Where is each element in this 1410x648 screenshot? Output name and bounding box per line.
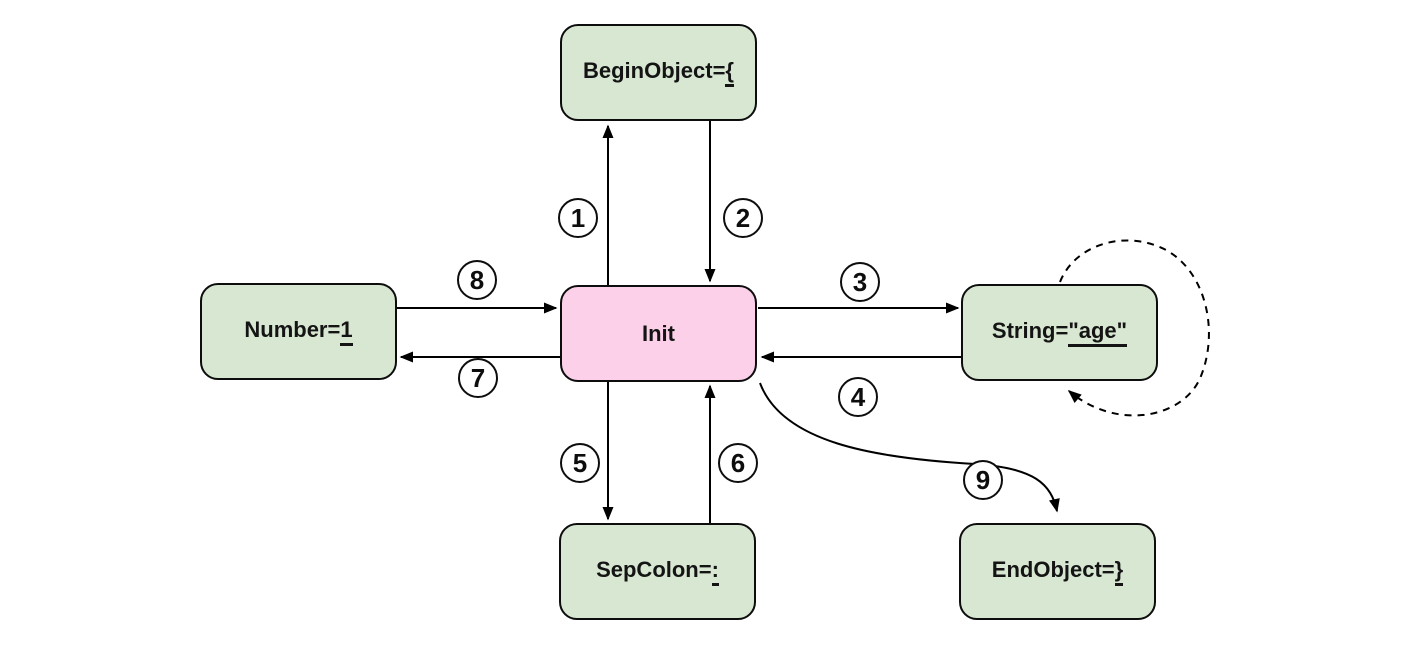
node-number: Number=1 <box>200 283 397 380</box>
node-sep-colon-name: SepColon= <box>596 557 712 583</box>
node-end-object: EndObject=} <box>959 523 1156 620</box>
edge-label-6: 6 <box>718 443 758 483</box>
edge-label-4: 4 <box>838 377 878 417</box>
node-number-token: 1 <box>340 318 353 346</box>
edge-label-5: 5 <box>560 443 600 483</box>
edge-label-1: 1 <box>558 198 598 238</box>
node-end-object-token: } <box>1114 558 1124 586</box>
node-string-name: String= <box>991 318 1069 344</box>
edge-label-3: 3 <box>840 262 880 302</box>
node-number-name: Number= <box>244 317 341 343</box>
node-sep-colon-label: SepColon=: <box>596 557 719 586</box>
edge-label-2: 2 <box>723 198 763 238</box>
edge-string-self-loop <box>1059 239 1210 417</box>
node-begin-object-label: BeginObject={ <box>583 58 734 87</box>
edge-label-8: 8 <box>457 260 497 300</box>
node-init: Init <box>560 285 757 382</box>
node-sep-colon: SepColon=: <box>559 523 756 620</box>
edge-label-9: 9 <box>963 460 1003 500</box>
node-init-label: Init <box>642 320 675 346</box>
node-sep-colon-token: : <box>711 558 719 586</box>
edge-9-init-to-endobject <box>759 382 1060 513</box>
node-begin-object: BeginObject={ <box>560 24 757 121</box>
node-string-token: "age" <box>1068 319 1128 347</box>
node-end-object-label: EndObject=} <box>991 557 1124 586</box>
node-string-label: String="age" <box>991 318 1128 347</box>
node-begin-object-name: BeginObject= <box>583 58 726 84</box>
node-begin-object-token: { <box>725 59 734 87</box>
node-number-label: Number=1 <box>244 317 353 346</box>
node-end-object-name: EndObject= <box>991 557 1115 583</box>
edge-label-7: 7 <box>458 358 498 398</box>
node-string: String="age" <box>961 284 1158 381</box>
